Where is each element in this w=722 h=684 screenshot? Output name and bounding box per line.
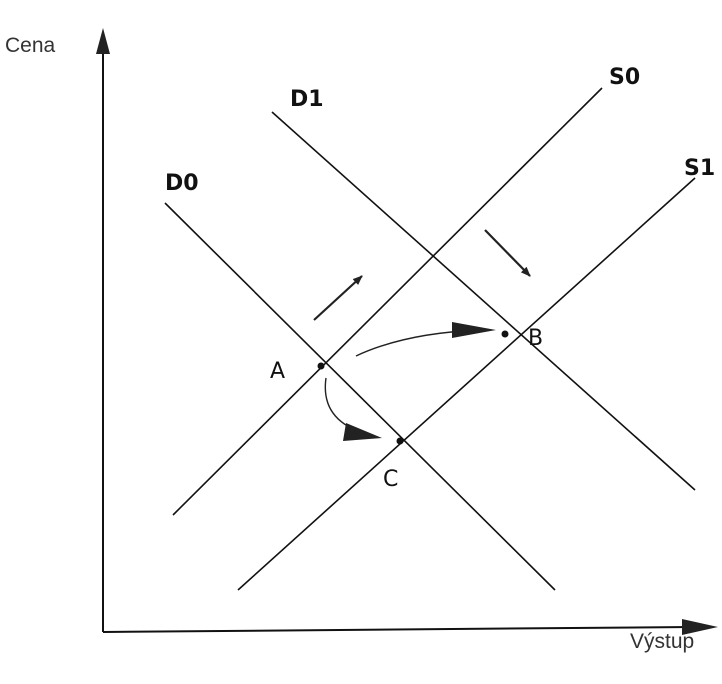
curves [164,87,696,591]
movement-arrows [324,322,496,441]
y-axis-label: Cena [5,34,56,57]
label-point-c: C [383,467,398,492]
arrow-a-to-b-head [452,322,496,338]
demand-shift-arrow [484,229,531,277]
x-axis-arrowhead [682,619,718,635]
y-axis-arrowhead [96,28,110,54]
x-axis [102,626,693,633]
label-point-a: A [270,359,285,384]
x-axis-label: Výstup [630,630,694,653]
label-point-b: B [528,326,543,351]
supply-curve-s1 [237,177,696,591]
label-d0: D0 [165,171,199,196]
label-s0: S0 [609,65,640,90]
label-s1: S1 [684,156,715,181]
point-c [396,437,404,445]
point-a [317,362,325,370]
arrow-a-to-c-head [343,423,382,441]
axes [96,28,718,635]
label-d1: D1 [290,87,324,112]
demand-curve-d1 [271,111,696,491]
supply-curve-s0 [172,87,603,516]
shift-arrows [313,229,531,321]
supply-shift-arrow [313,275,363,321]
demand-curve-d0 [164,202,556,591]
point-b [501,330,509,338]
